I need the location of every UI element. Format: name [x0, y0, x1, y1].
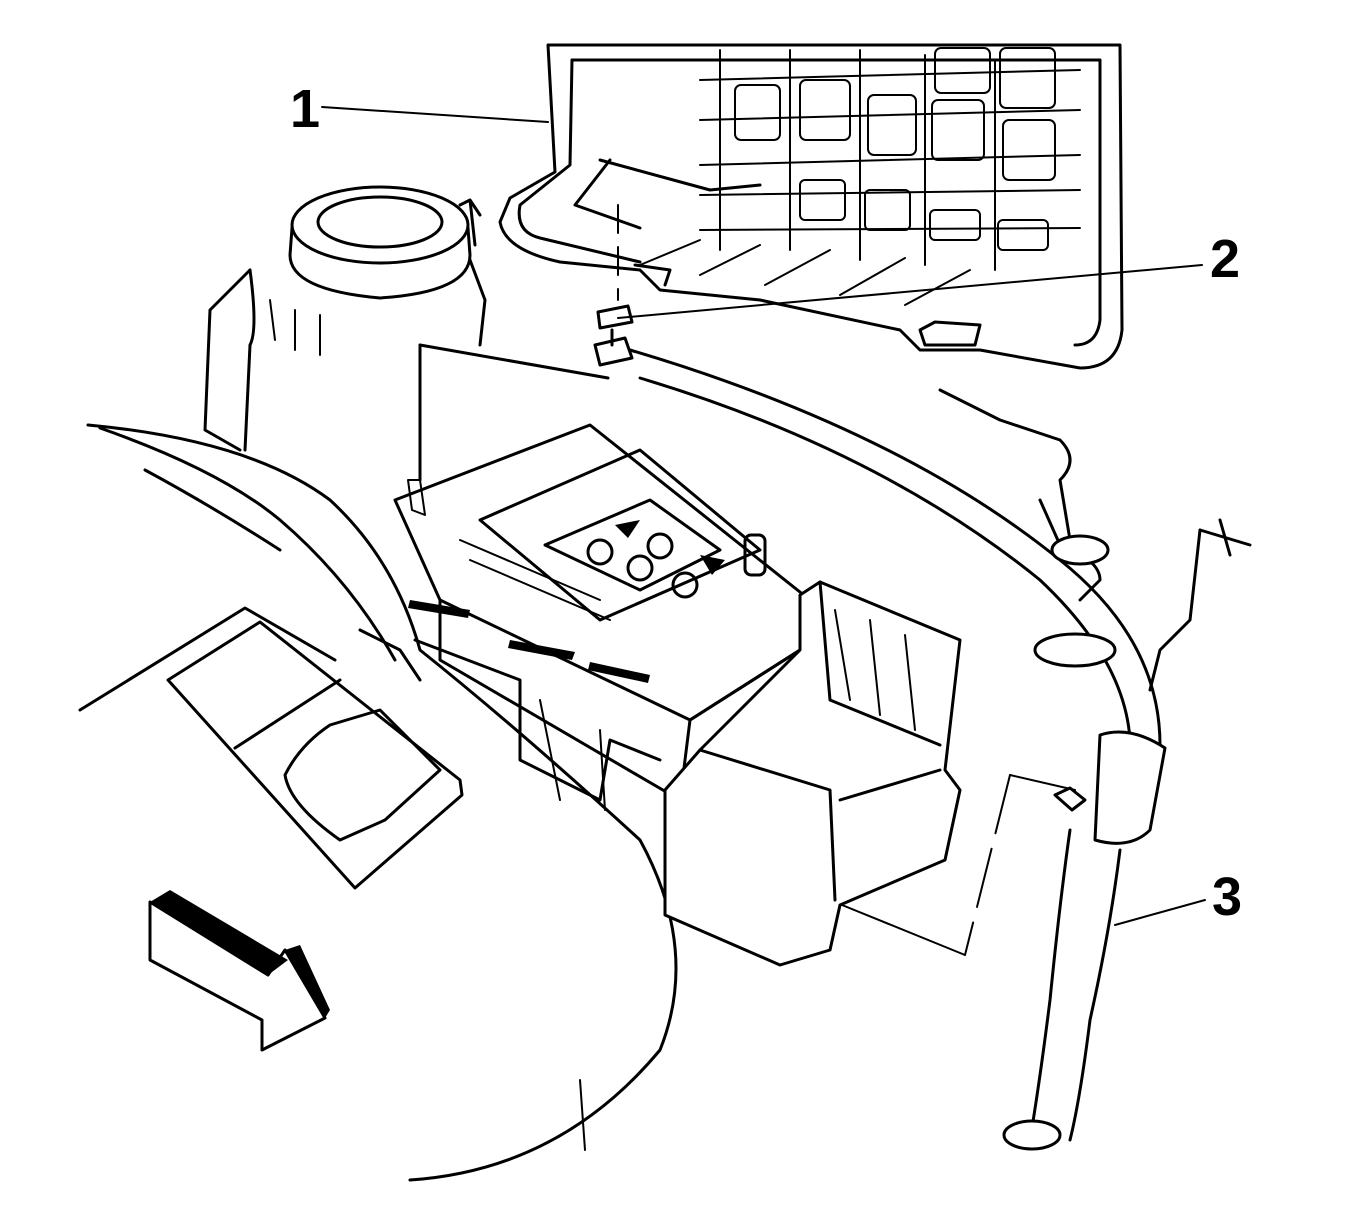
- direction-arrow-icon: [148, 890, 330, 1052]
- front-body-panel: [78, 423, 678, 1182]
- callout-3: 3: [1212, 867, 1243, 927]
- terminal-nut: [407, 304, 634, 516]
- battery-cover-panel: [498, 43, 1124, 370]
- callout-leaders: [321, 106, 1206, 926]
- callout-1: 1: [290, 79, 321, 139]
- battery-tray: [413, 580, 962, 967]
- alignment-lines: [617, 204, 1087, 956]
- positive-cable: [628, 348, 1252, 1151]
- callout-2: 2: [1210, 229, 1241, 289]
- coolant-reservoir: [203, 185, 487, 452]
